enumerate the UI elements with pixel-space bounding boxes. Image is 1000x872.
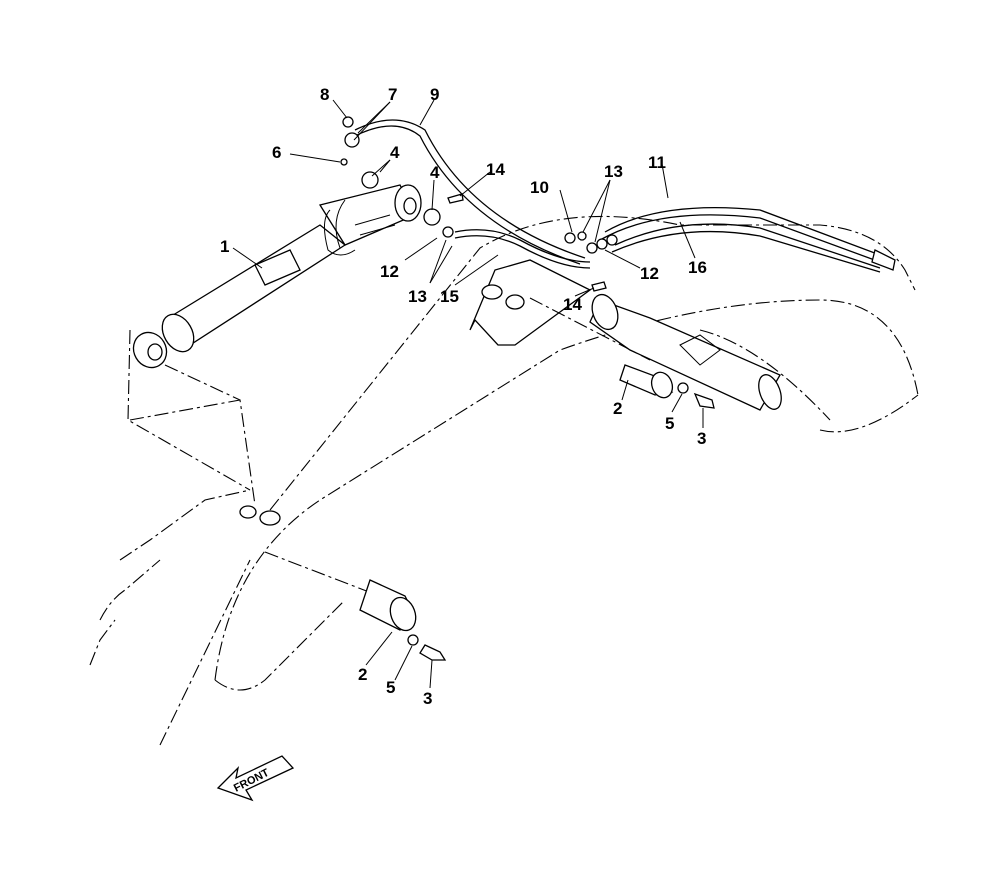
leader-lines	[232, 99, 704, 689]
callout-5-lower: 5	[386, 678, 395, 697]
callout-2-lower: 2	[358, 665, 367, 684]
callout-1: 1	[220, 237, 229, 256]
callout-11: 11	[648, 153, 666, 172]
callout-3-lower: 3	[423, 689, 432, 708]
arm-cylinder	[589, 293, 782, 411]
callout-2-upper: 2	[613, 399, 622, 418]
callout-16: 16	[688, 258, 707, 277]
boom-foot-pin-lower	[239, 505, 447, 661]
callout-12-left: 12	[380, 262, 399, 281]
callout-4-lower: 4	[430, 163, 440, 182]
hydraulic-hoses	[354, 119, 896, 273]
callout-4-upper: 4	[390, 143, 400, 162]
callout-5-upper: 5	[665, 414, 674, 433]
boom-bracket	[469, 259, 592, 346]
callout-14-upper: 14	[486, 160, 505, 179]
callout-13-lower: 13	[408, 287, 427, 306]
callout-6: 6	[272, 143, 281, 162]
callout-8: 8	[320, 85, 329, 104]
callout-12-right: 12	[640, 264, 659, 283]
callout-10: 10	[530, 178, 549, 197]
fittings	[340, 116, 618, 292]
callout-9: 9	[430, 85, 439, 104]
callout-15: 15	[440, 287, 459, 306]
callout-7: 7	[388, 85, 397, 104]
callout-3-upper: 3	[697, 429, 706, 448]
front-direction-arrow: FRONT	[216, 755, 295, 802]
boom-cylinder	[132, 184, 422, 369]
callout-14-lower: 14	[563, 295, 582, 314]
callout-labels: 8 7 9 6 4 4 14 1 10 13 11 12 13 15 12 16…	[220, 85, 707, 708]
callout-13-upper: 13	[604, 162, 623, 181]
